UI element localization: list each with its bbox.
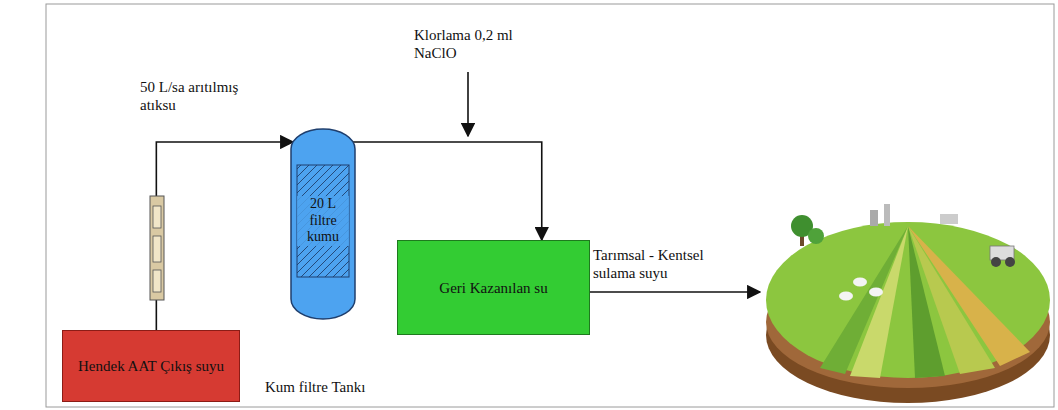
pipe-connector: [156, 142, 293, 330]
box-label: Hendek AAT Çıkış suyu: [78, 357, 224, 375]
flow-label: 50 L/sa arıtılmış atıksu: [140, 78, 252, 114]
pipe-connector: [353, 142, 542, 240]
source-tank-box: Hendek AAT Çıkış suyu: [62, 330, 240, 402]
use-label: Tarımsal - Kentsel sulama suyu: [593, 246, 721, 282]
sand-filter-tank: 20 L filtre kumuKum filtre Tankı: [290, 128, 356, 320]
tank-content-label: 20 L filtre kumu: [297, 165, 349, 277]
frame: [46, 4, 1054, 407]
box-label: Geri Kazanılan su: [439, 279, 547, 297]
dosing-label: Klorlama 0,2 ml NaClO: [414, 26, 514, 62]
outflow-arrow: [590, 291, 760, 293]
landscape-illustration: [766, 204, 1050, 403]
reclaimed-water-box: Geri Kazanılan su: [397, 240, 590, 335]
dosing-arrow: [467, 72, 469, 136]
tank-heading: Kum filtre Tankı: [265, 378, 365, 396]
flow-meter: [150, 196, 164, 300]
